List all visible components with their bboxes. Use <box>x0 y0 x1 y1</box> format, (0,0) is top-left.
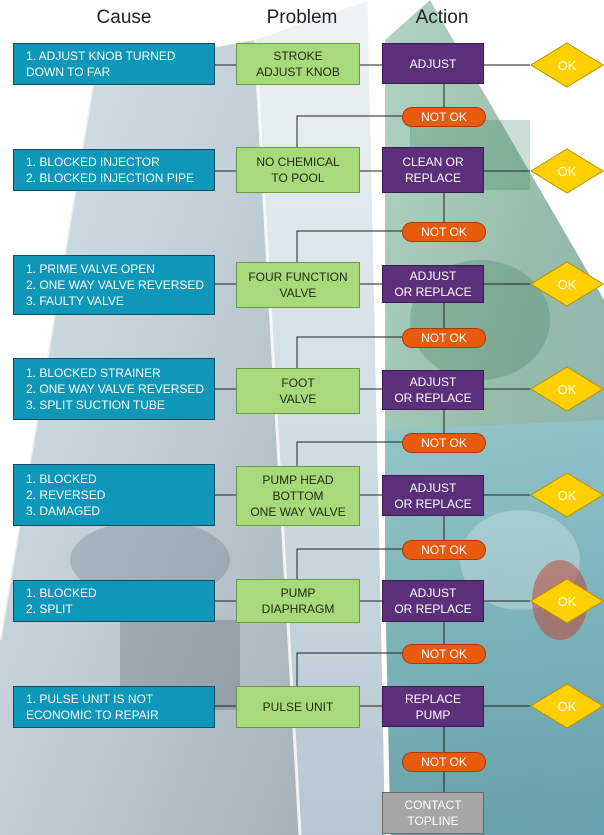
problem-text: PULSE UNIT <box>262 700 334 714</box>
ok-diamond-shape <box>530 683 604 729</box>
problem-box-7: PULSE UNIT <box>236 686 360 728</box>
action-box-3: ADJUST OR REPLACE <box>382 265 484 303</box>
header-cause: Cause <box>96 7 152 28</box>
ok-diamond-shape <box>530 148 604 194</box>
problem-box-6: PUMP DIAPHRAGM <box>236 579 360 623</box>
action-text: ADJUST OR REPLACE <box>394 586 472 616</box>
action-text: REPLACE PUMP <box>404 691 462 722</box>
cause-box-6: 1. BLOCKED 2. SPLIT <box>13 580 215 622</box>
action-text: ADJUST <box>409 56 457 71</box>
problem-text: PUMP HEAD BOTTOM ONE WAY VALVE <box>250 473 346 519</box>
action-box-4: ADJUST OR REPLACE <box>382 370 484 410</box>
action-text: ADJUST OR REPLACE <box>394 375 472 405</box>
header-action: Action <box>415 7 469 28</box>
ok-diamond-1: OK <box>530 42 604 88</box>
problem-box-3: FOUR FUNCTION VALVE <box>236 262 360 308</box>
problem-box-2: NO CHEMICAL TO POOL <box>236 147 360 193</box>
ok-diamond-2: OK <box>530 148 604 194</box>
action-box-6: ADJUST OR REPLACE <box>382 580 484 622</box>
ok-diamond-3: OK <box>530 261 604 307</box>
ok-label: OK <box>557 57 577 73</box>
ok-diamond-shape <box>530 366 604 412</box>
ok-diamond-5: OK <box>530 472 604 518</box>
action-text: CLEAN OR REPLACE <box>402 155 464 185</box>
problem-box-1: STROKE ADJUST KNOB <box>236 43 360 85</box>
cause-box-7: 1. PULSE UNIT IS NOT ECONOMIC TO REPAIR <box>13 686 215 728</box>
not-ok-pill-6: NOT OK <box>402 644 486 664</box>
cause-text: 1. BLOCKED 2. REVERSED 3. DAMAGED <box>26 472 106 518</box>
not-ok-pill-1: NOT OK <box>402 107 486 127</box>
not-ok-pill-2: NOT OK <box>402 222 486 242</box>
cause-box-4: 1. BLOCKED STRAINER 2. ONE WAY VALVE REV… <box>13 358 215 420</box>
action-text: ADJUST OR REPLACE <box>394 480 472 511</box>
cause-box-5: 1. BLOCKED 2. REVERSED 3. DAMAGED <box>13 464 215 526</box>
not-ok-pill-4: NOT OK <box>402 433 486 453</box>
cause-box-1: 1. ADJUST KNOB TURNED DOWN TO FAR <box>13 43 215 85</box>
ok-label: OK <box>557 698 577 714</box>
problem-box-4: FOOT VALVE <box>236 368 360 414</box>
problem-text: STROKE ADJUST KNOB <box>256 49 340 79</box>
cause-text: 1. BLOCKED 2. SPLIT <box>26 586 97 616</box>
ok-diamond-6: OK <box>530 578 604 624</box>
ok-label: OK <box>557 163 577 179</box>
ok-diamond-7: OK <box>530 683 604 729</box>
ok-diamond-shape <box>530 261 604 307</box>
problem-box-5: PUMP HEAD BOTTOM ONE WAY VALVE <box>236 466 360 526</box>
cause-text: 1. BLOCKED STRAINER 2. ONE WAY VALVE REV… <box>26 366 205 412</box>
ok-diamond-4: OK <box>530 366 604 412</box>
cause-text: 1. ADJUST KNOB TURNED DOWN TO FAR <box>26 49 176 79</box>
cause-text: 1. PRIME VALVE OPEN 2. ONE WAY VALVE REV… <box>26 262 205 308</box>
ok-diamond-shape <box>530 42 604 88</box>
not-ok-pill-7: NOT OK <box>402 752 486 772</box>
action-box-5: ADJUST OR REPLACE <box>382 475 484 516</box>
action-box-1: ADJUST <box>382 43 484 84</box>
ok-label: OK <box>557 487 577 503</box>
header-problem: Problem <box>266 7 338 28</box>
problem-text: FOOT VALVE <box>279 376 317 406</box>
cause-text: 1. BLOCKED INJECTOR 2. BLOCKED INJECTION… <box>26 155 195 185</box>
cause-box-2: 1. BLOCKED INJECTOR 2. BLOCKED INJECTION… <box>13 149 215 191</box>
action-box-7: REPLACE PUMP <box>382 686 484 727</box>
ok-label: OK <box>557 276 577 292</box>
ok-diamond-shape <box>530 578 604 624</box>
cause-text: 1. PULSE UNIT IS NOT ECONOMIC TO REPAIR <box>26 692 159 722</box>
not-ok-pill-5: NOT OK <box>402 540 486 560</box>
contact-text: CONTACT TOPLINE <box>404 798 462 828</box>
problem-text: NO CHEMICAL TO POOL <box>256 155 340 185</box>
action-box-2: CLEAN OR REPLACE <box>382 147 484 193</box>
ok-diamond-shape <box>530 472 604 518</box>
cause-box-3: 1. PRIME VALVE OPEN 2. ONE WAY VALVE REV… <box>13 255 215 315</box>
ok-label: OK <box>557 593 577 609</box>
problem-text: FOUR FUNCTION VALVE <box>248 270 348 300</box>
ok-label: OK <box>557 381 577 397</box>
problem-text: PUMP DIAPHRAGM <box>261 586 335 616</box>
not-ok-pill-3: NOT OK <box>402 328 486 348</box>
contact-topline-box: CONTACT TOPLINE <box>382 792 484 834</box>
action-text: ADJUST OR REPLACE <box>394 269 472 299</box>
